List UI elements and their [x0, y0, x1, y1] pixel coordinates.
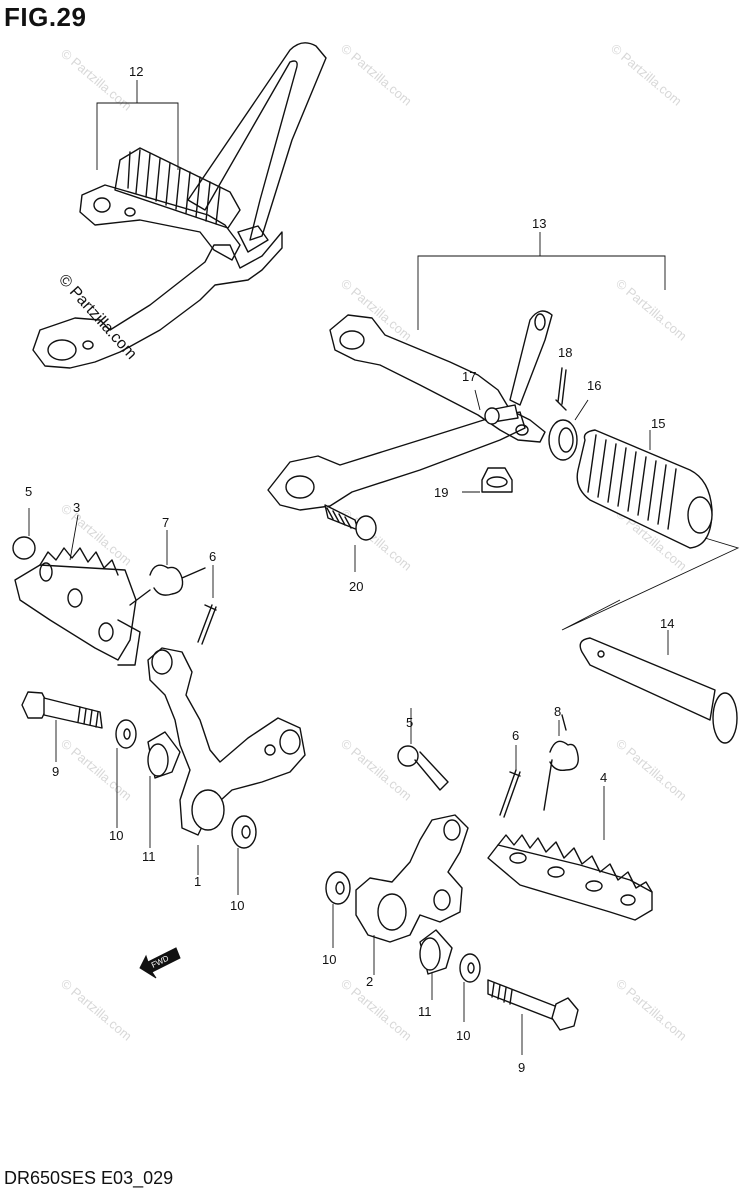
svg-text:6: 6 [209, 549, 216, 564]
svg-text:9: 9 [52, 764, 59, 779]
figure-title: FIG.29 [4, 2, 87, 32]
part-5-ball: 5 [397, 708, 449, 791]
svg-text:5: 5 [25, 484, 32, 499]
svg-text:19: 19 [434, 485, 448, 500]
fwd-arrow-icon: FWD [139, 947, 181, 979]
part-10-washer: 10 [109, 719, 137, 843]
watermark: © Partzilla.com [338, 276, 415, 344]
svg-text:10: 10 [456, 1028, 470, 1043]
svg-text:20: 20 [349, 579, 363, 594]
part-15-rubber: 15 [576, 416, 713, 549]
svg-text:1: 1 [194, 874, 201, 889]
watermark: © Partzilla.com [613, 276, 690, 344]
svg-text:2: 2 [366, 974, 373, 989]
watermark: © Partzilla.com [338, 976, 415, 1044]
watermarks: © Partzilla.com © Partzilla.com © Partzi… [58, 41, 690, 1044]
part-12-footrest-bracket [32, 42, 327, 369]
svg-text:17: 17 [462, 369, 476, 384]
svg-text:3: 3 [73, 500, 80, 515]
part-13-footrest-bracket [267, 310, 553, 511]
part-16-washer: 16 [548, 378, 601, 461]
part-14-shaft: 14 [561, 537, 740, 744]
part-9-bolt: 9 [21, 691, 103, 779]
svg-text:10: 10 [322, 952, 336, 967]
part-4-footrest: 4 [487, 770, 653, 921]
watermark: © Partzilla.com [58, 501, 135, 569]
svg-text:11: 11 [418, 1004, 432, 1019]
watermark: © Partzilla.com [338, 506, 415, 574]
part-7-spring: 7 [129, 515, 206, 606]
svg-text:14: 14 [660, 616, 674, 631]
part-10-washer: 10 [456, 953, 481, 1043]
part-6-cotter-pin: 6 [499, 728, 521, 818]
svg-text:16: 16 [587, 378, 601, 393]
part-9-bolt: 9 [487, 979, 579, 1075]
part-17-pin: 17 [462, 369, 519, 425]
svg-text:10: 10 [109, 828, 123, 843]
svg-text:13: 13 [532, 216, 546, 231]
svg-text:4: 4 [600, 770, 607, 785]
copyright-text: © Partzilla.com [55, 271, 140, 362]
callout-12: 12 [96, 64, 179, 170]
part-6-cotter-pin: 6 [197, 549, 217, 645]
watermark: © Partzilla.com [613, 976, 690, 1044]
svg-text:10: 10 [230, 898, 244, 913]
part-20-bolt: 20 [324, 504, 377, 594]
svg-text:6: 6 [512, 728, 519, 743]
svg-text:8: 8 [554, 704, 561, 719]
diagram-code: DR650SES E03_029 [4, 1168, 174, 1188]
part-19-damper: 19 [434, 467, 513, 500]
part-5-ball: 5 [12, 484, 36, 560]
part-8-spring: 8 [543, 704, 579, 811]
part-11-bushing: 11 [142, 731, 181, 864]
svg-text:9: 9 [518, 1060, 525, 1075]
watermark: © Partzilla.com [338, 736, 415, 804]
part-11-bushing: 11 [418, 929, 453, 1019]
svg-text:15: 15 [651, 416, 665, 431]
watermark: © Partzilla.com [608, 41, 685, 109]
part-10-washer: 10 [322, 871, 351, 967]
svg-text:11: 11 [142, 849, 156, 864]
part-2-footrest-bracket: 2 [355, 814, 469, 989]
callout-13: 13 [417, 216, 666, 330]
watermark: © Partzilla.com [58, 976, 135, 1044]
part-18-cotter-pin: 18 [555, 345, 572, 411]
svg-text:18: 18 [558, 345, 572, 360]
part-3-footrest: 3 [14, 500, 141, 666]
part-10-washer: 10 [230, 815, 257, 913]
svg-text:7: 7 [162, 515, 169, 530]
watermark: © Partzilla.com [613, 736, 690, 804]
svg-text:12: 12 [129, 64, 143, 79]
part-1-footrest-bracket: 1 [147, 647, 306, 889]
svg-text:5: 5 [406, 715, 413, 730]
watermark: © Partzilla.com [338, 41, 415, 109]
